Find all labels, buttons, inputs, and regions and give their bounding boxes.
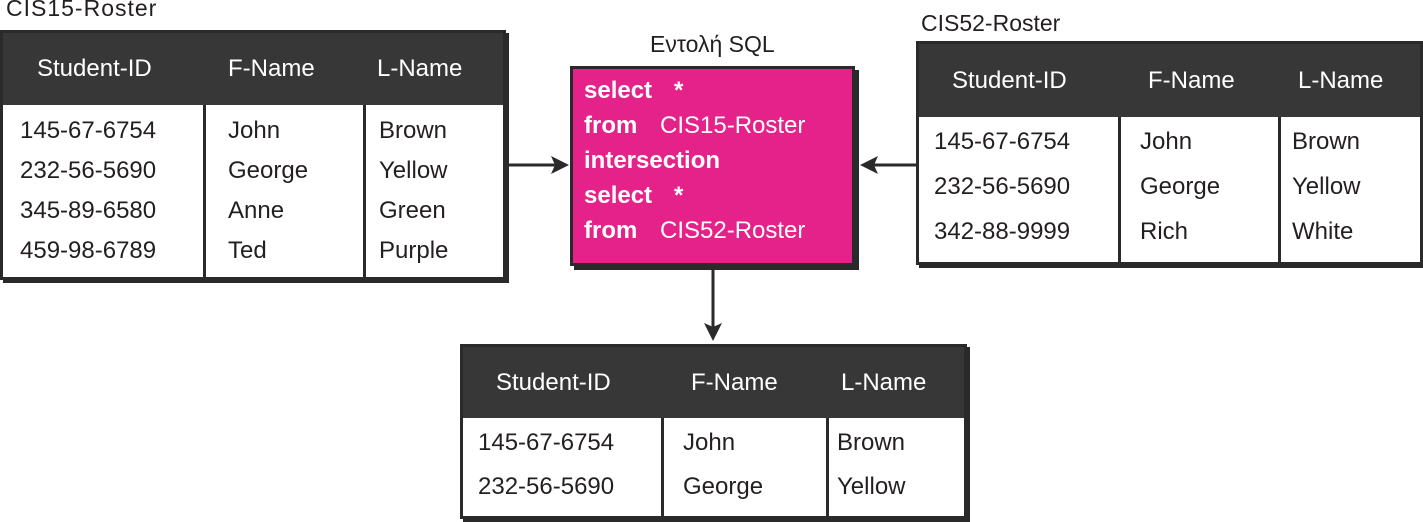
col-f-name: John George Anne Ted <box>203 105 363 277</box>
sql-argument: * <box>674 77 684 104</box>
sql-title: Εντολή SQL <box>650 31 775 57</box>
cell: 145-67-6754 <box>20 117 157 144</box>
cell: 145-67-6754 <box>934 128 1071 155</box>
arrowhead-left <box>551 156 569 174</box>
header-l-name: L-Name <box>841 368 927 396</box>
sql-keyword: intersection <box>584 147 721 174</box>
sql-keyword: from <box>584 217 638 244</box>
arrowhead-right <box>860 156 878 174</box>
result-table-body: 145-67-6754 232-56-5690 John George Brow… <box>463 418 964 516</box>
header-l-name: L-Name <box>1298 66 1384 94</box>
cell: Yellow <box>1292 173 1361 200</box>
cell: Yellow <box>379 157 448 184</box>
sql-line: intersection <box>584 143 852 178</box>
col-f-name: John George Rich <box>1118 117 1278 263</box>
left-table-header: Student-ID F-Name L-Name <box>3 33 503 105</box>
col-student-id: 145-67-6754 232-56-5690 342-88-9999 <box>919 117 1118 263</box>
col-l-name: Brown Yellow <box>826 418 964 516</box>
cell: 232-56-5690 <box>20 157 157 184</box>
right-table: Student-ID F-Name L-Name 145-67-6754 232… <box>916 41 1423 265</box>
cell: Ted <box>228 237 267 264</box>
cell: John <box>1140 128 1193 155</box>
sql-line: from CIS52-Roster <box>584 213 852 248</box>
sql-box: select * from CIS15-Roster intersection se… <box>570 66 855 266</box>
sql-argument: CIS52-Roster <box>660 217 806 244</box>
header-student-id: Student-ID <box>37 55 152 82</box>
cell: Brown <box>379 117 448 144</box>
col-l-name: Brown Yellow Green Purple <box>363 105 503 277</box>
left-table-title: CIS15-Roster <box>6 0 158 21</box>
cell: Green <box>379 197 446 224</box>
cell: 345-89-6580 <box>20 197 157 224</box>
cell: George <box>683 472 764 500</box>
cell: Anne <box>228 197 285 224</box>
sql-argument: CIS15-Roster <box>660 112 806 139</box>
header-student-id: Student-ID <box>496 368 611 396</box>
cell: John <box>683 429 736 456</box>
header-f-name: F-Name <box>691 368 778 396</box>
sql-line: select * <box>584 73 852 108</box>
cell: White <box>1292 218 1354 245</box>
cell: John <box>228 117 281 144</box>
right-table-header: Student-ID F-Name L-Name <box>919 44 1420 117</box>
sql-keyword: select <box>584 77 653 104</box>
cell: Purple <box>379 237 449 264</box>
col-student-id: 145-67-6754 232-56-5690 <box>463 418 661 516</box>
cell: George <box>1140 173 1221 200</box>
left-table-body: 145-67-6754 232-56-5690 345-89-6580 459-… <box>3 105 503 277</box>
cell: Rich <box>1140 218 1189 245</box>
header-f-name: F-Name <box>1148 66 1235 94</box>
right-table-title: CIS52-Roster <box>921 10 1061 36</box>
header-l-name: L-Name <box>377 55 463 82</box>
header-student-id: Student-ID <box>952 66 1067 94</box>
sql-line: from CIS15-Roster <box>584 108 852 143</box>
result-table-header: Student-ID F-Name L-Name <box>463 347 964 418</box>
cell: 232-56-5690 <box>478 472 615 500</box>
result-table: Student-ID F-Name L-Name 145-67-6754 232… <box>460 344 967 519</box>
cell: 232-56-5690 <box>934 173 1071 200</box>
sql-keyword: from <box>584 112 638 139</box>
cell: 342-88-9999 <box>934 218 1071 245</box>
cell: Brown <box>837 429 906 456</box>
col-f-name: John George <box>661 418 826 516</box>
cell: George <box>228 157 309 184</box>
sql-line: select * <box>584 178 852 213</box>
arrowhead-down <box>704 323 722 341</box>
col-student-id: 145-67-6754 232-56-5690 345-89-6580 459-… <box>3 105 203 277</box>
cell: 459-98-6789 <box>20 237 157 264</box>
cell: Yellow <box>837 472 906 500</box>
header-f-name: F-Name <box>228 55 315 82</box>
cell: 145-67-6754 <box>478 429 615 456</box>
col-l-name: Brown Yellow White <box>1278 117 1420 263</box>
sql-argument: * <box>674 182 684 209</box>
cell: Brown <box>1292 128 1361 155</box>
right-table-body: 145-67-6754 232-56-5690 342-88-9999 John… <box>919 117 1420 263</box>
sql-keyword: select <box>584 182 653 209</box>
left-table: Student-ID F-Name L-Name 145-67-6754 232… <box>0 30 506 280</box>
